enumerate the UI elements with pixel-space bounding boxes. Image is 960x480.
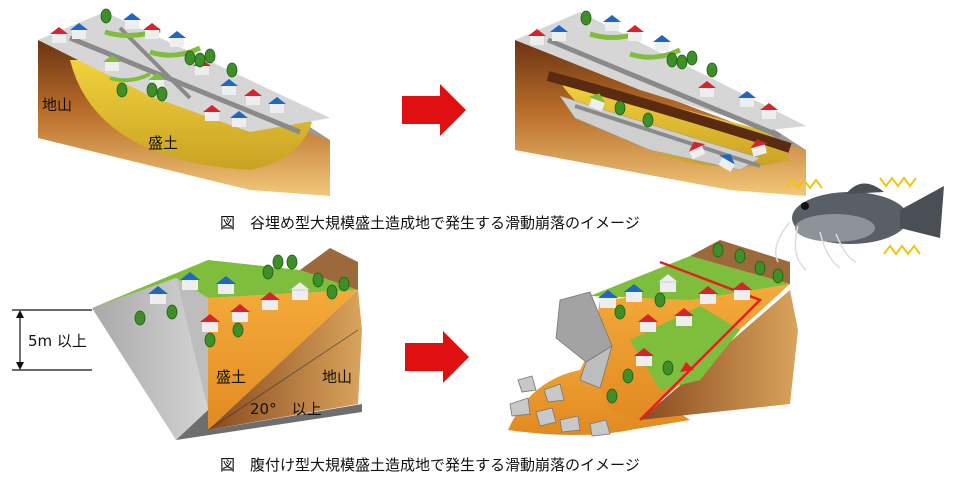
retaining-wall xyxy=(92,278,208,440)
quake-zigzag-icon xyxy=(785,176,921,256)
top-left-block xyxy=(38,8,330,196)
house-icon xyxy=(528,15,778,172)
catfish-icon xyxy=(775,183,944,271)
red-arrow-icon xyxy=(402,84,466,136)
rubble xyxy=(509,375,611,437)
red-arrow-icon xyxy=(405,331,469,383)
label-height: 5m 以上 xyxy=(28,332,87,350)
bottom-right-block xyxy=(508,240,798,437)
label-slope-angle: 20° 以上 xyxy=(250,400,322,418)
label-fill-soil: 盛土 xyxy=(148,134,179,152)
bottom-left-block xyxy=(12,248,362,440)
tree-icon xyxy=(580,10,718,128)
natural-ground xyxy=(208,290,362,430)
house-icon xyxy=(148,272,311,332)
house-icon xyxy=(598,273,752,366)
label-natural-ground: 地山 xyxy=(322,368,353,386)
house-icon xyxy=(50,13,286,127)
tree-icon xyxy=(100,8,238,102)
label-fill-soil: 盛土 xyxy=(216,368,247,386)
caption-side-hill-fill: 図 腹付け型大規模盛土造成地で発生する滑動崩落のイメージ xyxy=(220,456,640,474)
label-natural-ground: 地山 xyxy=(42,96,73,114)
tree-icon xyxy=(606,242,784,404)
fill-soil-region xyxy=(70,60,312,170)
caption-valley-fill: 図 谷埋め型大規模盛土造成地で発生する滑動崩落のイメージ xyxy=(220,214,640,232)
tree-icon xyxy=(134,254,350,348)
top-right-block xyxy=(515,10,806,196)
